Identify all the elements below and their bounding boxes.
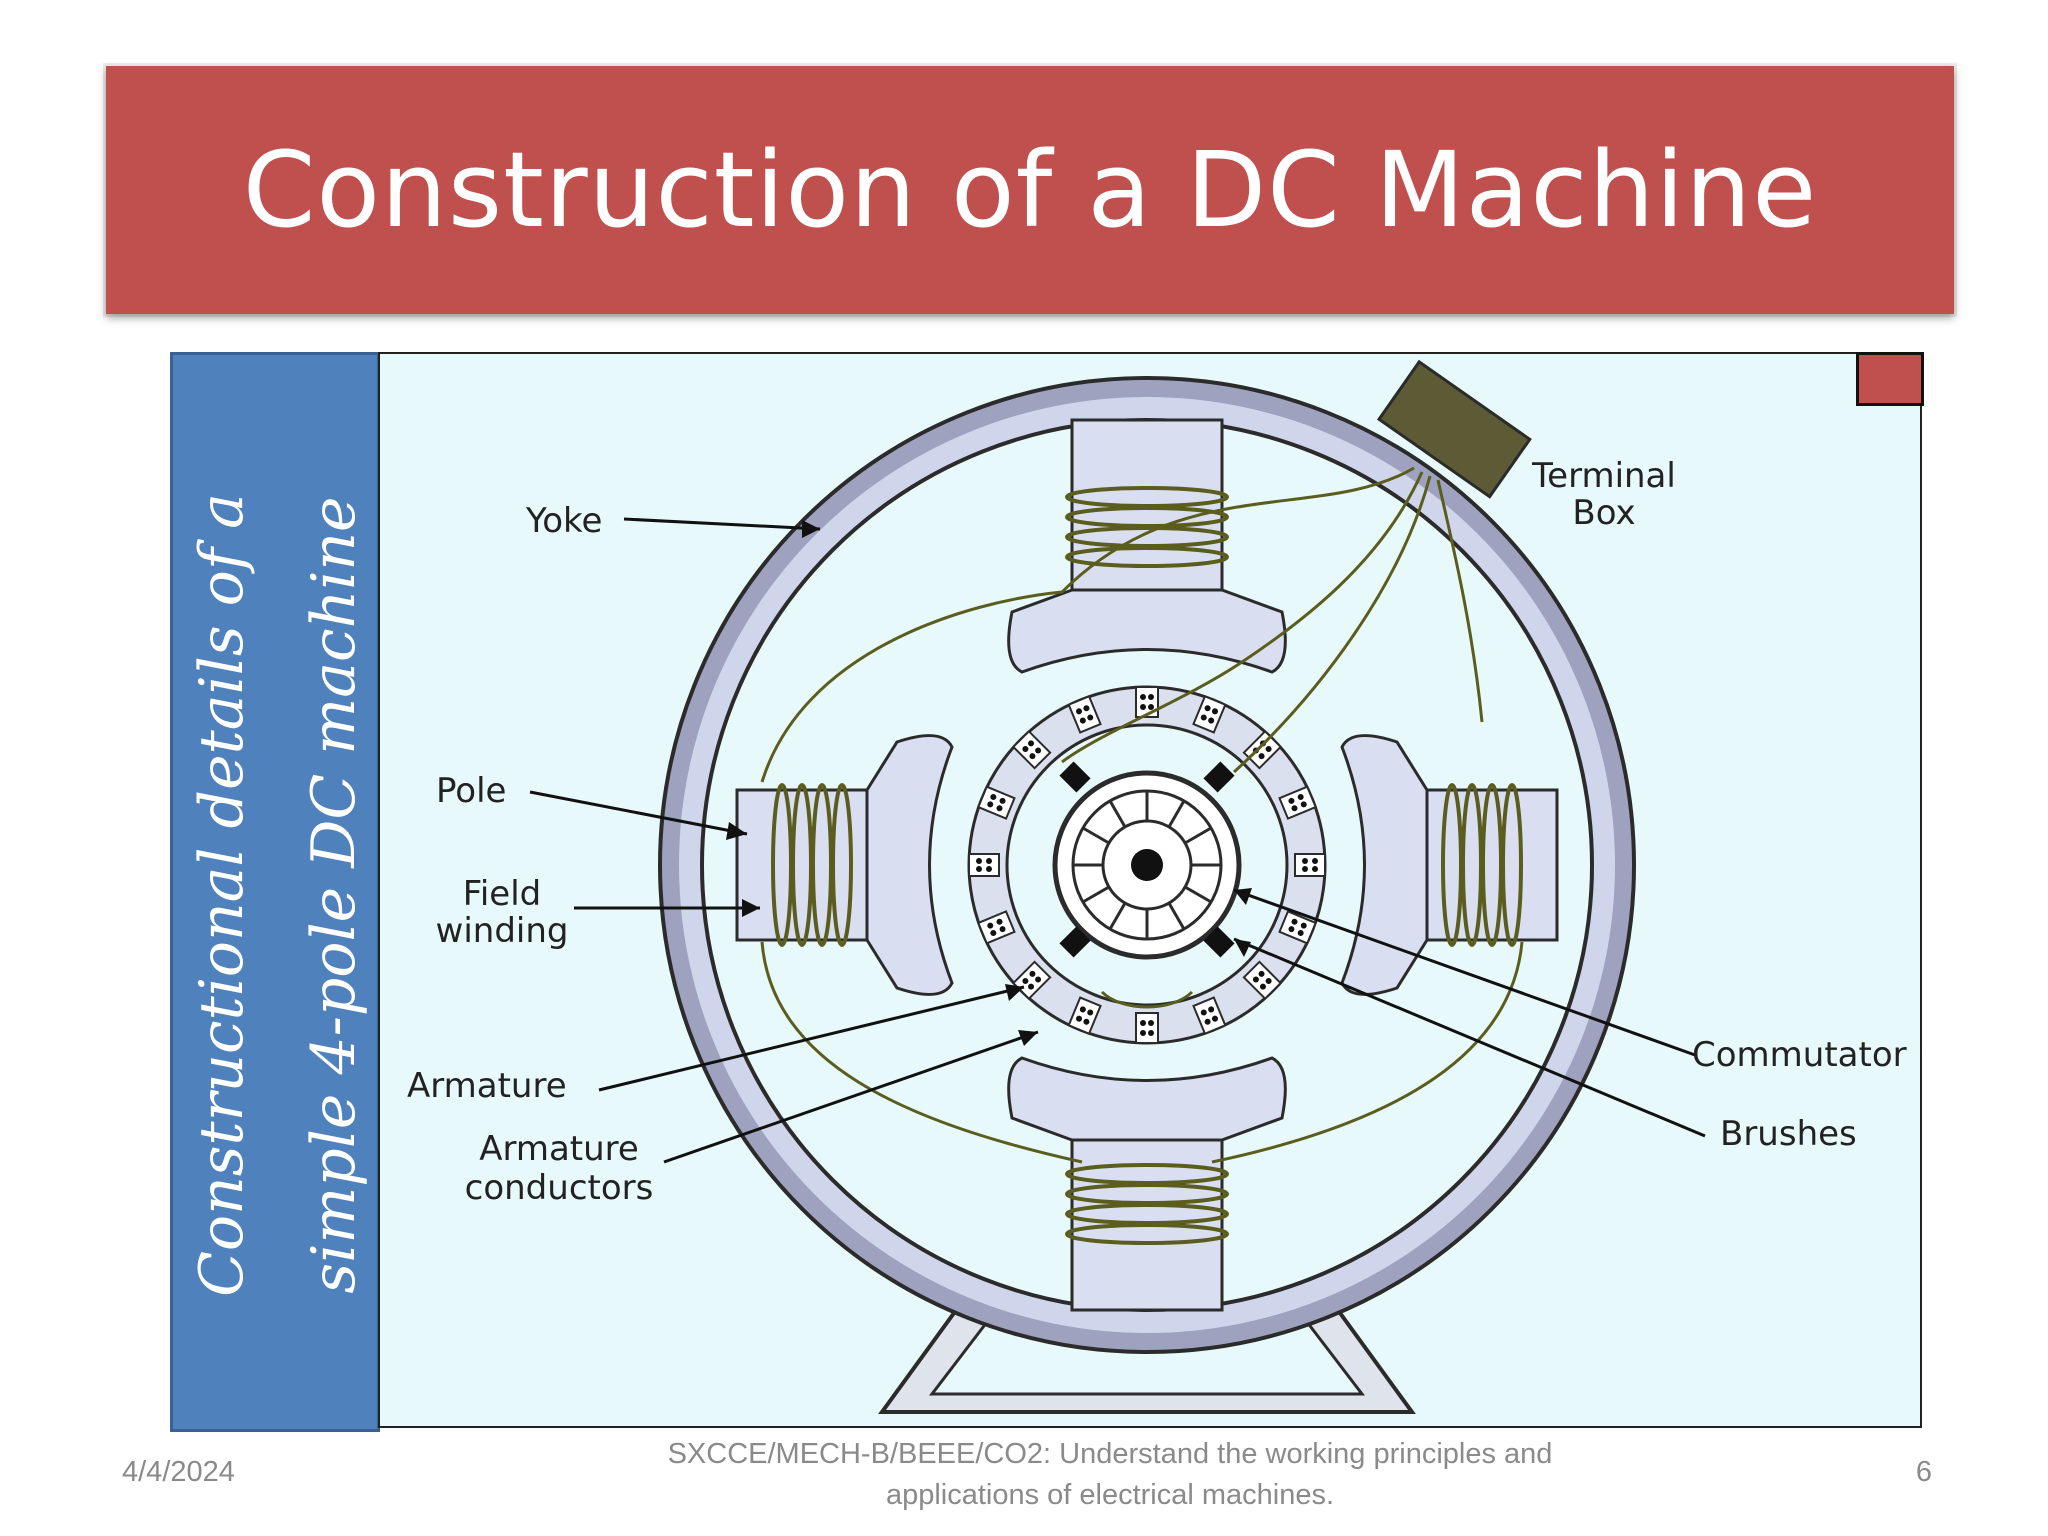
armature-slot	[1135, 686, 1159, 718]
commutator-segment	[1167, 800, 1186, 828]
dc-machine-diagram: Yoke Pole Field winding Armature Armatur…	[378, 352, 1922, 1428]
label-armature: Armature	[407, 1066, 567, 1106]
label-terminal-box-2: Box	[1572, 493, 1635, 533]
label-field-winding-2: winding	[436, 911, 569, 951]
footer-course-line-1: SXCCE/MECH-B/BEEE/CO2: Understand the wo…	[667, 1438, 1553, 1470]
label-pole: Pole	[436, 771, 506, 811]
armature-slot	[977, 910, 1016, 945]
footer-course-line-2: applications of electrical machines.	[885, 1479, 1335, 1511]
label-commutator: Commutator	[1692, 1035, 1907, 1075]
pole-left	[735, 734, 954, 996]
label-brushes: Brushes	[1720, 1114, 1857, 1154]
armature-slot	[977, 785, 1016, 820]
pole-bottom	[1007, 1056, 1287, 1312]
arrowheads	[726, 520, 1252, 1046]
side-caption: Constructional details of a simple 4-pol…	[173, 365, 377, 1425]
slide-title: Construction of a DC Machine	[242, 129, 1818, 251]
terminal-box	[1376, 359, 1532, 499]
dc-machine-svg: Yoke Pole Field winding Armature Armatur…	[407, 359, 1907, 1414]
commutator-segment	[1167, 902, 1186, 930]
label-armature-conductors-2: conductors	[465, 1168, 654, 1208]
brushes	[1059, 761, 1235, 958]
armature-conductors	[968, 686, 1326, 1044]
label-leaders	[529, 517, 1706, 1164]
label-yoke: Yoke	[525, 501, 602, 541]
diagram-labels: Yoke Pole Field winding Armature Armatur…	[407, 456, 1907, 1208]
armature-slot	[1067, 996, 1102, 1035]
commutator-segment	[1184, 885, 1212, 904]
commutator-segment	[1082, 826, 1110, 845]
armature-slot	[968, 853, 1000, 877]
armature-slot	[1294, 853, 1326, 877]
armature-slot	[1011, 729, 1052, 770]
commutator-segment	[1108, 902, 1127, 930]
footer-date: 4/4/2024	[122, 1456, 235, 1488]
footer-course-outcome: SXCCE/MECH-B/BEEE/CO2: Understand the wo…	[560, 1434, 1660, 1516]
label-terminal-box-1: Terminal	[1531, 456, 1676, 496]
armature-slot	[1135, 1012, 1159, 1044]
armature-slot	[1278, 910, 1317, 945]
label-field-winding-1: Field	[463, 874, 541, 914]
commutator-segment	[1082, 885, 1110, 904]
commutator	[1052, 770, 1242, 960]
page-number: 6	[1915, 1456, 1932, 1488]
commutator-segment	[1108, 800, 1127, 828]
armature-slot	[1067, 695, 1102, 734]
title-bar: Construction of a DC Machine	[106, 66, 1954, 314]
pole-right	[1340, 734, 1559, 996]
field-winding-wires	[760, 466, 1524, 1164]
armature-slot	[1278, 785, 1317, 820]
side-caption-line-1: Constructional details of a	[187, 493, 257, 1297]
armature-slot	[1242, 960, 1283, 1001]
side-caption-panel: Constructional details of a simple 4-pol…	[170, 352, 380, 1432]
armature-slot	[1192, 695, 1227, 734]
commutator-segment	[1184, 826, 1212, 845]
corner-marker	[1856, 352, 1924, 406]
armature-slot	[1011, 960, 1052, 1001]
label-armature-conductors-1: Armature	[479, 1129, 639, 1169]
armature-slot	[1192, 996, 1227, 1035]
side-caption-line-2: simple 4-pole DC machine	[299, 496, 369, 1294]
